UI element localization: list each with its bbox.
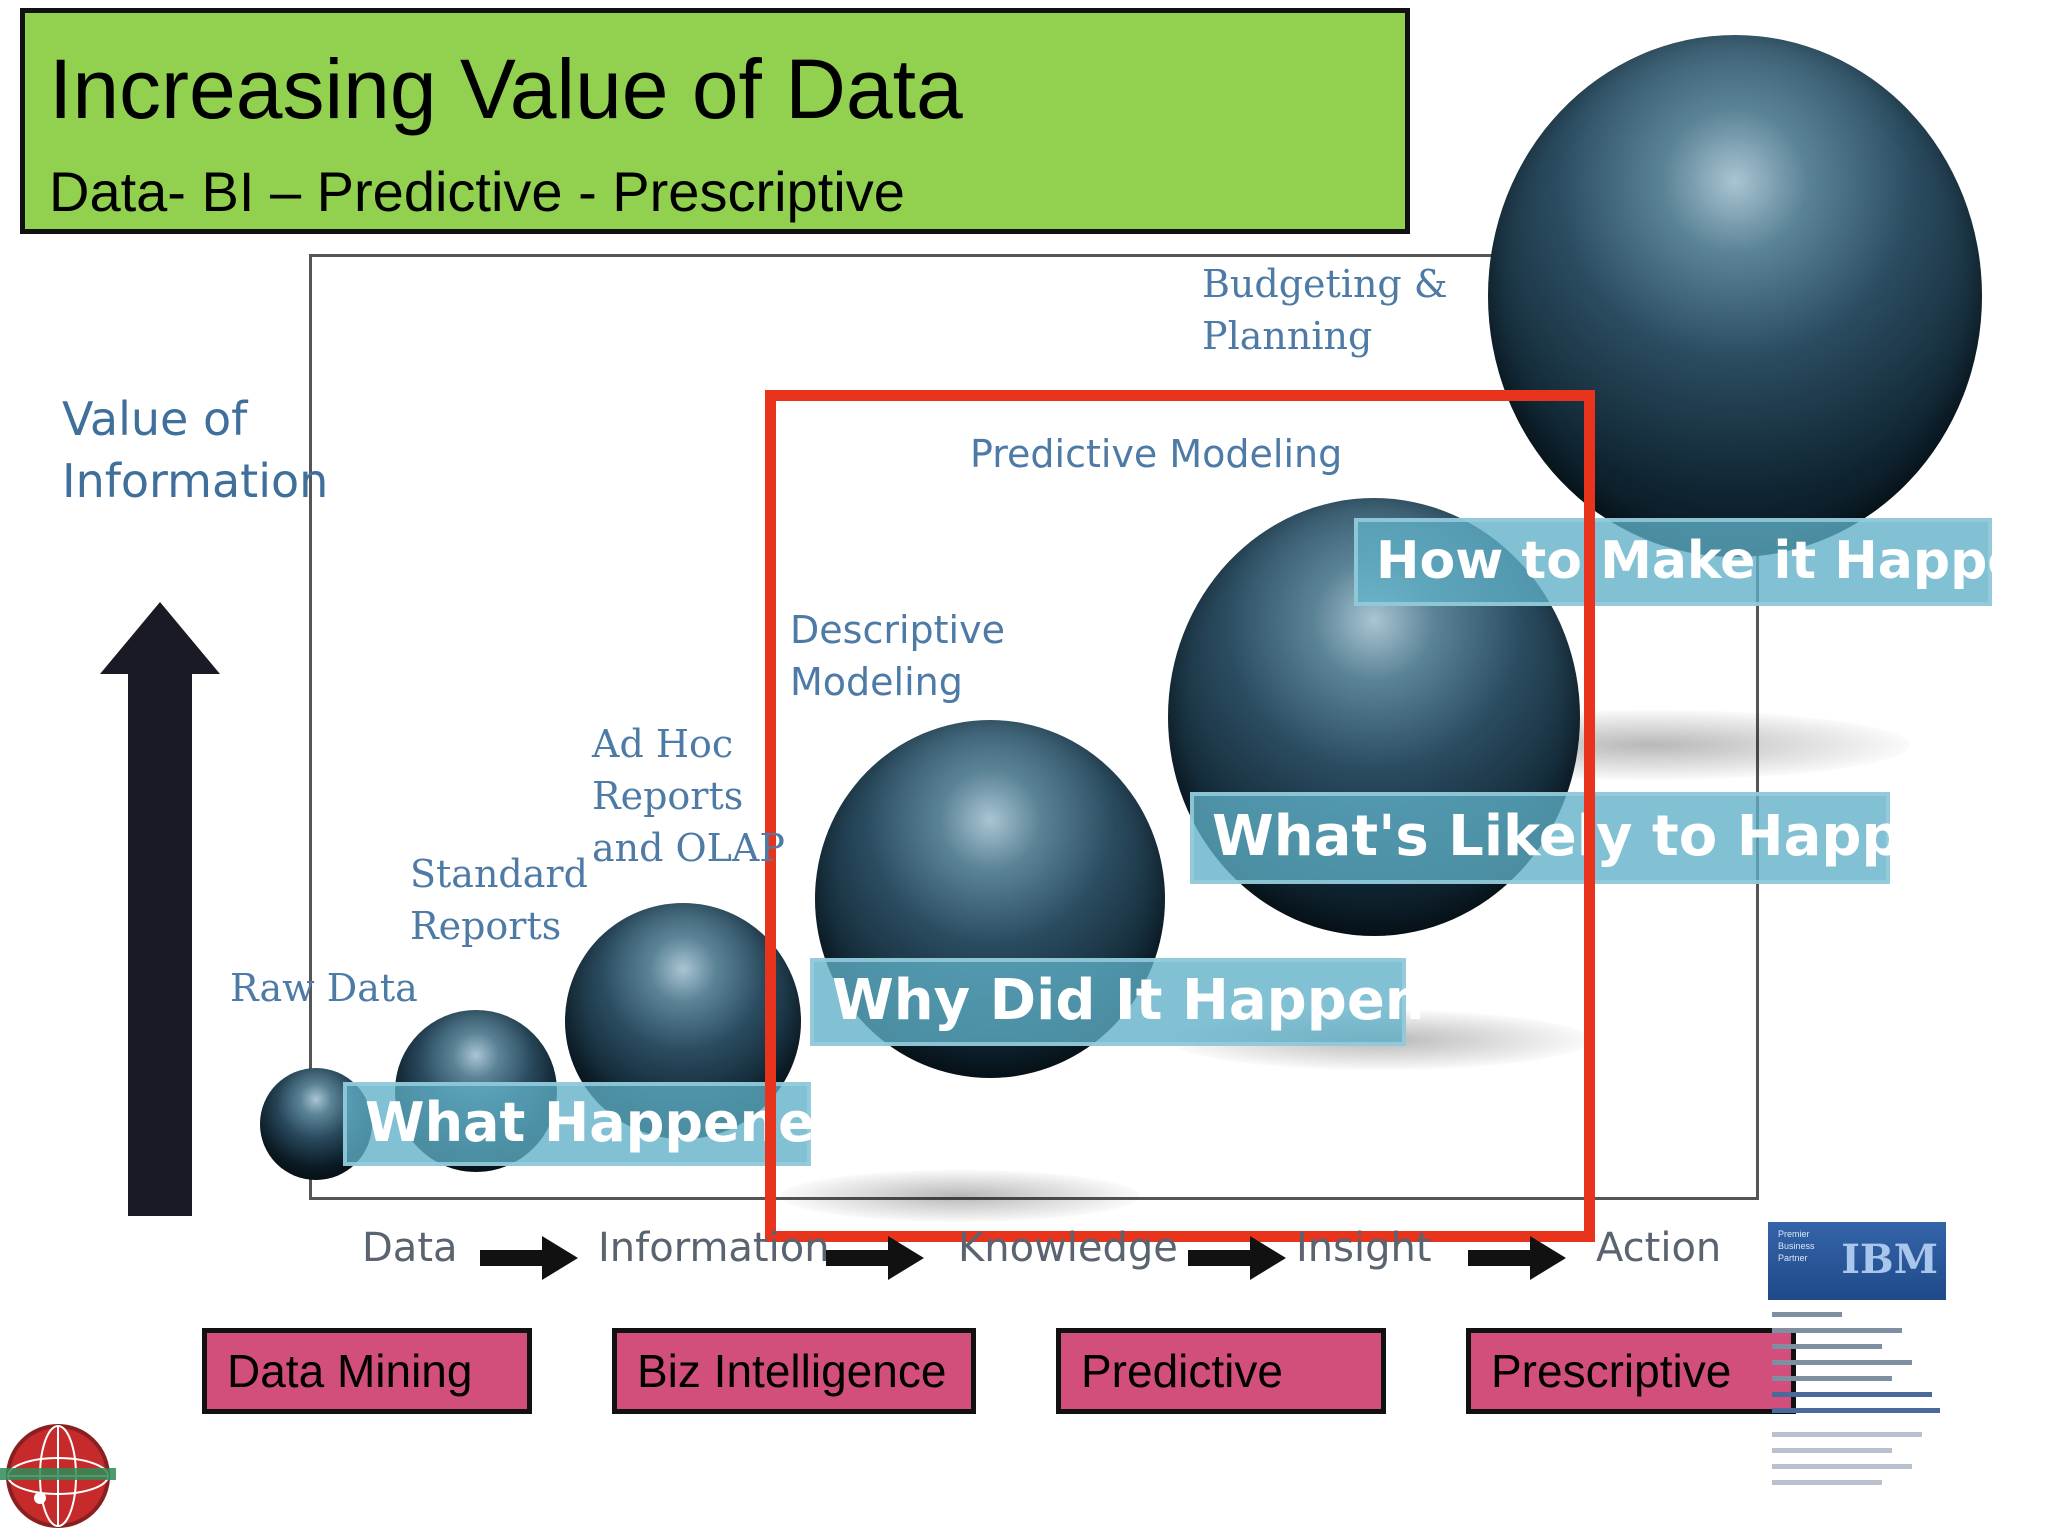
label-adhoc-line2: Reports (592, 774, 744, 818)
flow-information: Information (598, 1225, 830, 1271)
ibm-badge-caption-line1: Premier (1778, 1229, 1810, 1239)
ibm-badge-caption-line2: Business (1778, 1241, 1815, 1251)
label-budgeting: Budgeting & Planning (1202, 258, 1448, 362)
stage-prescriptive: Prescriptive (1466, 1328, 1796, 1414)
label-adhoc-line1: Ad Hoc (592, 722, 734, 766)
title-box: Increasing Value of Data Data- BI – Pred… (20, 8, 1410, 234)
label-descriptive-line2: Modeling (790, 660, 963, 704)
stage-predictive: Predictive (1056, 1328, 1386, 1414)
label-standard-reports: Standard Reports (410, 848, 588, 952)
flow-arrow-icon (826, 1236, 924, 1280)
ibm-partner-badge: Premier Business Partner IBM (1768, 1222, 1946, 1300)
label-standard-reports-line2: Reports (410, 904, 562, 948)
sphere-prescriptive (1488, 35, 1982, 557)
flow-arrow-icon (1188, 1236, 1286, 1280)
label-predictive-modeling: Predictive Modeling (970, 432, 1343, 476)
label-adhoc-line3: and OLAP (592, 826, 785, 870)
flow-data: Data (362, 1225, 458, 1271)
flow-insight: Insight (1296, 1225, 1432, 1271)
label-standard-reports-line1: Standard (410, 852, 588, 896)
title-main: Increasing Value of Data (49, 42, 963, 136)
sphere-shadow (780, 1170, 1140, 1222)
label-budgeting-line1: Budgeting & (1202, 262, 1448, 306)
label-raw-data: Raw Data (230, 966, 418, 1010)
banner-whats-likely: What's Likely to Happen (1190, 792, 1979, 884)
axis-label-line1: Value of (62, 392, 248, 446)
flow-knowledge: Knowledge (958, 1225, 1178, 1271)
flow-arrow-icon (1468, 1236, 1566, 1280)
stage-data-mining: Data Mining (202, 1328, 532, 1414)
axis-label-line2: Information (62, 454, 329, 508)
corner-logo-icon (0, 1424, 116, 1528)
highlight-frame (765, 390, 1595, 1242)
flow-action: Action (1596, 1225, 1722, 1271)
diagram-frame (309, 254, 1759, 1200)
label-descriptive-line1: Descriptive (790, 608, 1005, 652)
value-arrow-icon (100, 602, 220, 1216)
label-budgeting-line2: Planning (1202, 314, 1373, 358)
banner-why-did-it-happen: Why Did It Happen (810, 958, 1425, 1046)
ibm-badge-caption: Premier Business Partner (1778, 1228, 1815, 1264)
banner-what-happened: What Happened (343, 1082, 853, 1166)
label-adhoc: Ad Hoc Reports and OLAP (592, 718, 785, 874)
flow-arrow-icon (480, 1236, 578, 1280)
label-descriptive: Descriptive Modeling (790, 604, 1005, 708)
axis-label: Value of Information (62, 388, 328, 512)
ibm-logo-text: IBM (1841, 1236, 1938, 1283)
ibm-badge-caption-line3: Partner (1778, 1253, 1808, 1263)
stage-biz-intelligence: Biz Intelligence (612, 1328, 976, 1414)
banner-how-to-make: How to Make it Happen (1354, 518, 2048, 606)
title-subtitle: Data- BI – Predictive - Prescriptive (49, 160, 905, 223)
